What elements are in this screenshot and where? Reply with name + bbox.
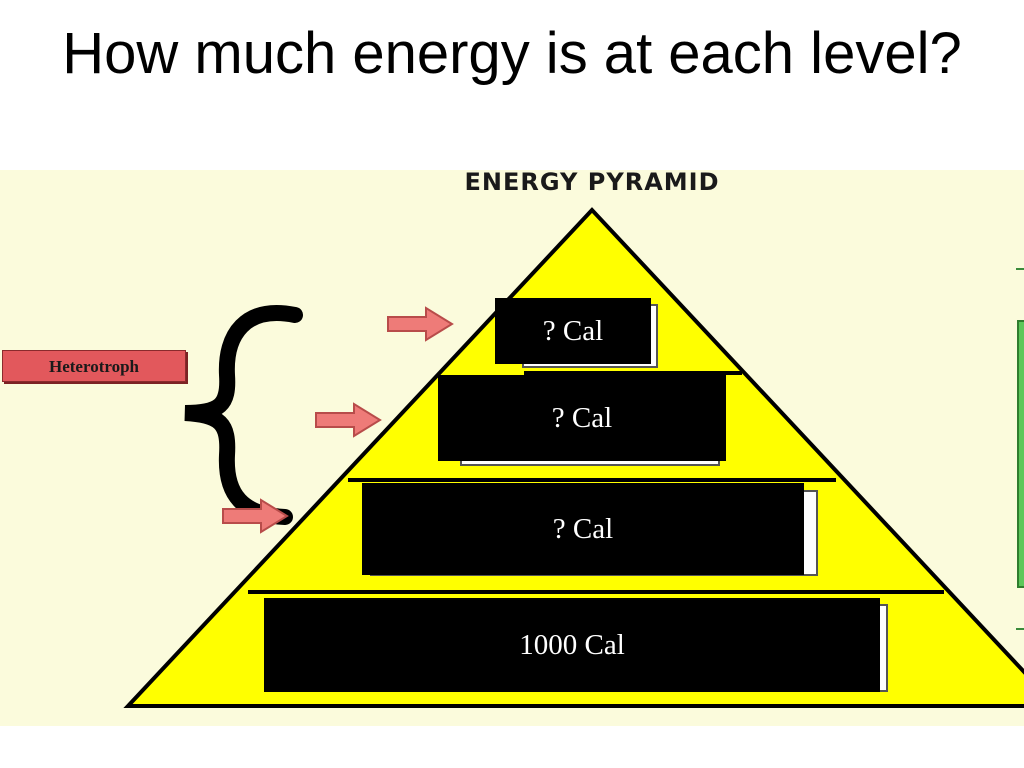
heterotroph-label: Heterotroph: [2, 350, 186, 382]
arrow-right-icon-top: [387, 306, 454, 342]
energy-pyramid-figure: ENERGY PYRAMID Heterotroph ? Cal: [0, 170, 1024, 726]
slide-title: How much energy is at each level?: [62, 21, 962, 86]
edge-green-bar: [1017, 320, 1024, 588]
pyramid-heading: ENERGY PYRAMID: [464, 170, 720, 196]
arrow-right-icon-middle: [315, 402, 382, 438]
edge-tick-top: [1016, 268, 1024, 270]
level-1-energy: ? Cal: [542, 315, 604, 347]
level-4-energy: 1000 Cal: [519, 629, 625, 661]
level-2-energy: ? Cal: [551, 402, 613, 434]
arrow-right-icon-bottom: [222, 498, 289, 534]
curly-brace-icon: [184, 305, 303, 525]
level-4-box: 1000 Cal: [264, 598, 880, 692]
level-3-box: ? Cal: [362, 483, 804, 575]
edge-tick-bottom: [1016, 628, 1024, 630]
level-2-box: ? Cal: [438, 375, 726, 461]
level-3-energy: ? Cal: [552, 513, 614, 545]
level-1-box: ? Cal: [495, 298, 651, 364]
